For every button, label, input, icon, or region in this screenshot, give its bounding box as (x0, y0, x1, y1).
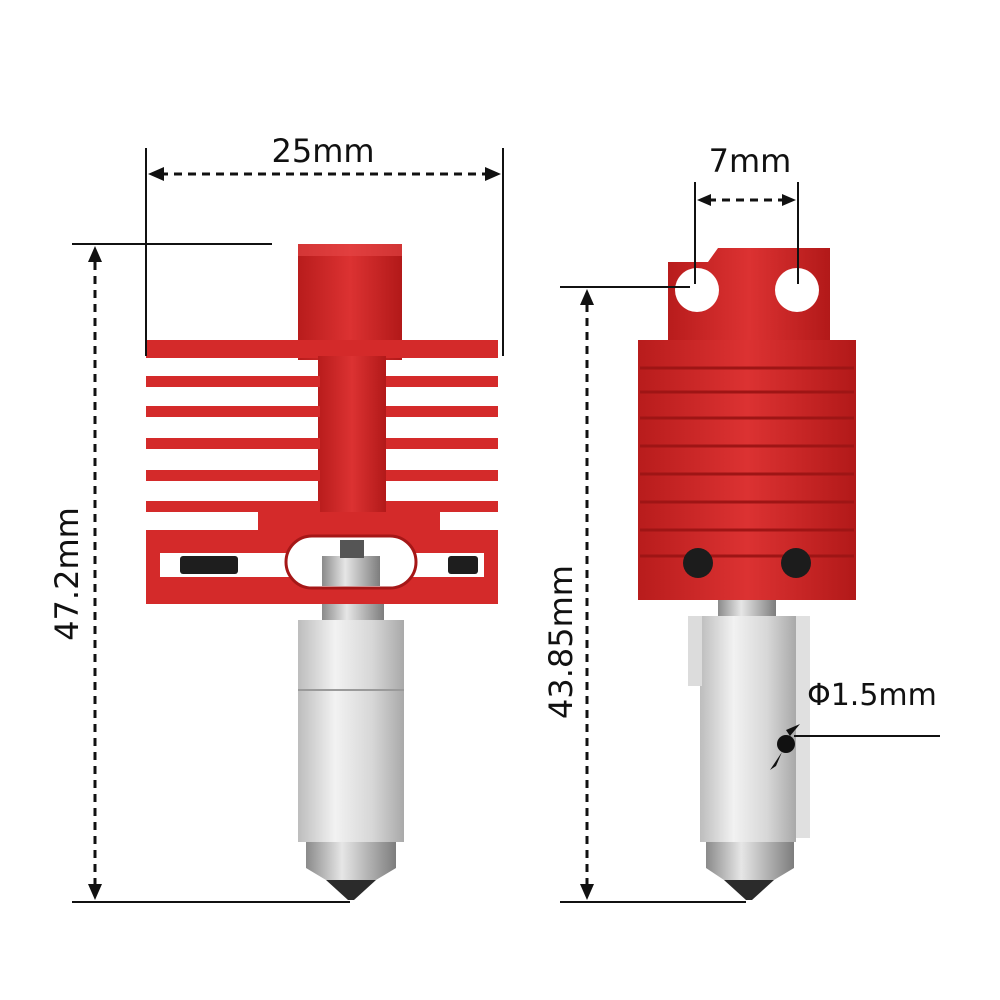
label-height-43-85mm: 43.85mm (542, 565, 580, 719)
heatsink-center-column (318, 356, 386, 516)
heatbreak-collar (322, 604, 384, 620)
nozzle-sleeve-upper (298, 620, 404, 690)
nozzle-tip (326, 880, 376, 900)
nozzle-sleeve-lower (298, 690, 404, 842)
hotend-front-view (146, 244, 498, 900)
heatsink-fins-left (146, 376, 320, 512)
heatsink-fins-right (386, 376, 498, 512)
side-heatbreak-collar (718, 600, 776, 616)
label-width-25mm: 25mm (271, 132, 374, 170)
set-screw-right-icon (448, 556, 478, 574)
set-screw-left-icon (180, 556, 238, 574)
side-nozzle-sleeve (700, 616, 796, 842)
heatsink-top-plate (146, 340, 498, 358)
side-screw-right-icon (781, 548, 811, 578)
nozzle-hex (306, 842, 396, 880)
mount-hole-right (775, 268, 819, 312)
label-spacing-7mm: 7mm (709, 142, 792, 180)
hotend-side-view (638, 248, 856, 900)
label-diameter-1-5mm: Φ1.5mm (807, 678, 937, 713)
side-screw-left-icon (683, 548, 713, 578)
side-nozzle-tip (724, 880, 774, 900)
side-heatsink-fin-lines (640, 366, 854, 558)
side-nozzle-hex (706, 842, 794, 880)
mount-hole-left (675, 268, 719, 312)
side-heatsink-body (638, 340, 856, 600)
thermistor-hole-marker (777, 735, 795, 753)
label-height-47-2mm: 47.2mm (48, 507, 86, 641)
dimension-lines (72, 148, 940, 903)
